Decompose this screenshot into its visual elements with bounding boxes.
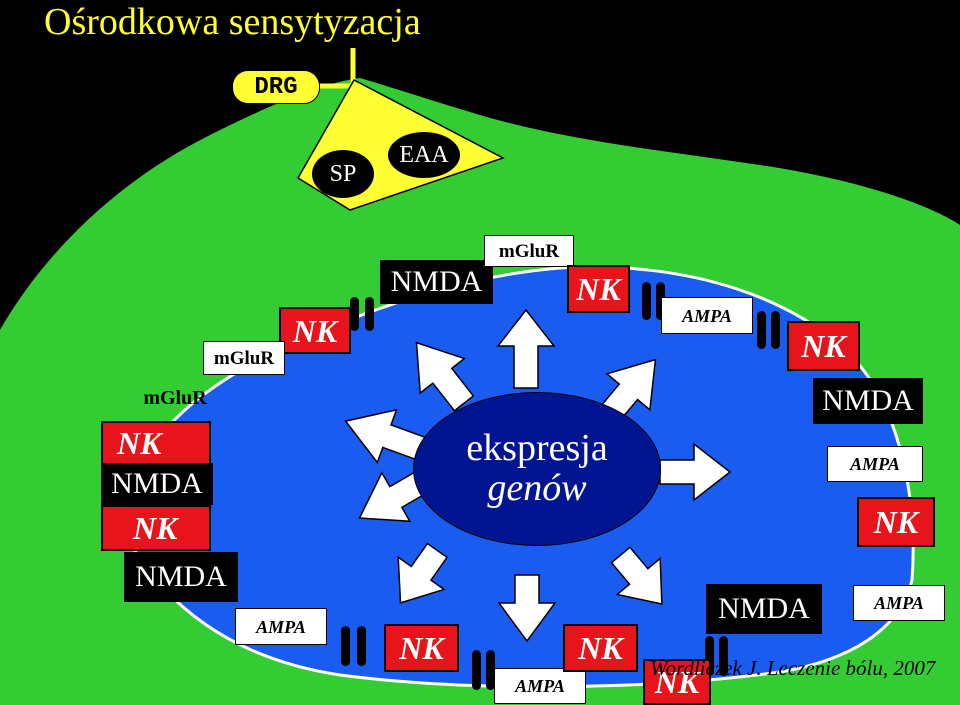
- nk-label: NK: [787, 321, 860, 371]
- nmda-label: NMDA: [124, 552, 238, 602]
- channel-pill: [719, 636, 728, 676]
- channel-pill: [472, 650, 481, 690]
- page-title: Ośrodkowa sensytyzacja: [44, 1, 421, 43]
- arrow-down-right: [610, 546, 663, 605]
- ampa-label: AMPA: [494, 668, 586, 704]
- nk-label: NK: [279, 307, 351, 354]
- nmda-label: NMDA: [101, 463, 213, 505]
- arrow-down: [497, 574, 557, 643]
- ampa-label: AMPA: [235, 608, 327, 645]
- channel-pill: [642, 282, 651, 320]
- nk-label: NK: [384, 624, 459, 672]
- channel-pill: [350, 297, 359, 331]
- citation: Wordliczek J. Leczenie bólu, 2007: [650, 656, 936, 680]
- nucleus-line1: ekspresja: [466, 427, 608, 470]
- nk-label: NK: [643, 659, 711, 705]
- mglur-label: mGluR: [484, 235, 574, 267]
- ampa-label: AMPA: [827, 446, 923, 482]
- sp-label: SP: [312, 150, 374, 198]
- nk-label: NK: [101, 421, 211, 465]
- nmda-label: NMDA: [706, 584, 822, 634]
- nmda-label: NMDA: [380, 260, 493, 304]
- ampa-label: AMPA: [853, 585, 945, 621]
- channel-pill: [771, 311, 780, 349]
- channel-pill: [341, 626, 350, 666]
- arrow-left-up: [344, 408, 427, 465]
- arrow-up-left: [415, 341, 475, 412]
- nk-label: NK: [567, 265, 630, 313]
- channel-pill: [486, 650, 495, 690]
- channel-pill: [357, 626, 366, 666]
- channel-pills: [341, 282, 780, 690]
- channel-pill: [757, 311, 766, 349]
- nmda-label: NMDA: [813, 378, 923, 424]
- arrow-up: [496, 308, 556, 389]
- nk-label: NK: [563, 624, 638, 672]
- eaa-label: EAA: [388, 132, 460, 178]
- nk-label: NK: [101, 505, 211, 551]
- nucleus-line2: genów: [487, 467, 587, 509]
- channel-pill: [365, 297, 374, 331]
- nk-label: NK: [857, 497, 935, 547]
- mglur-label: mGluR: [143, 387, 207, 409]
- ampa-label: AMPA: [661, 297, 753, 334]
- arrow-down-left: [397, 542, 449, 604]
- drg-label: DRG: [232, 70, 320, 104]
- mglur-label: mGluR: [203, 341, 285, 375]
- nucleus: ekspresja genów: [413, 392, 661, 546]
- arrow-right: [659, 442, 732, 502]
